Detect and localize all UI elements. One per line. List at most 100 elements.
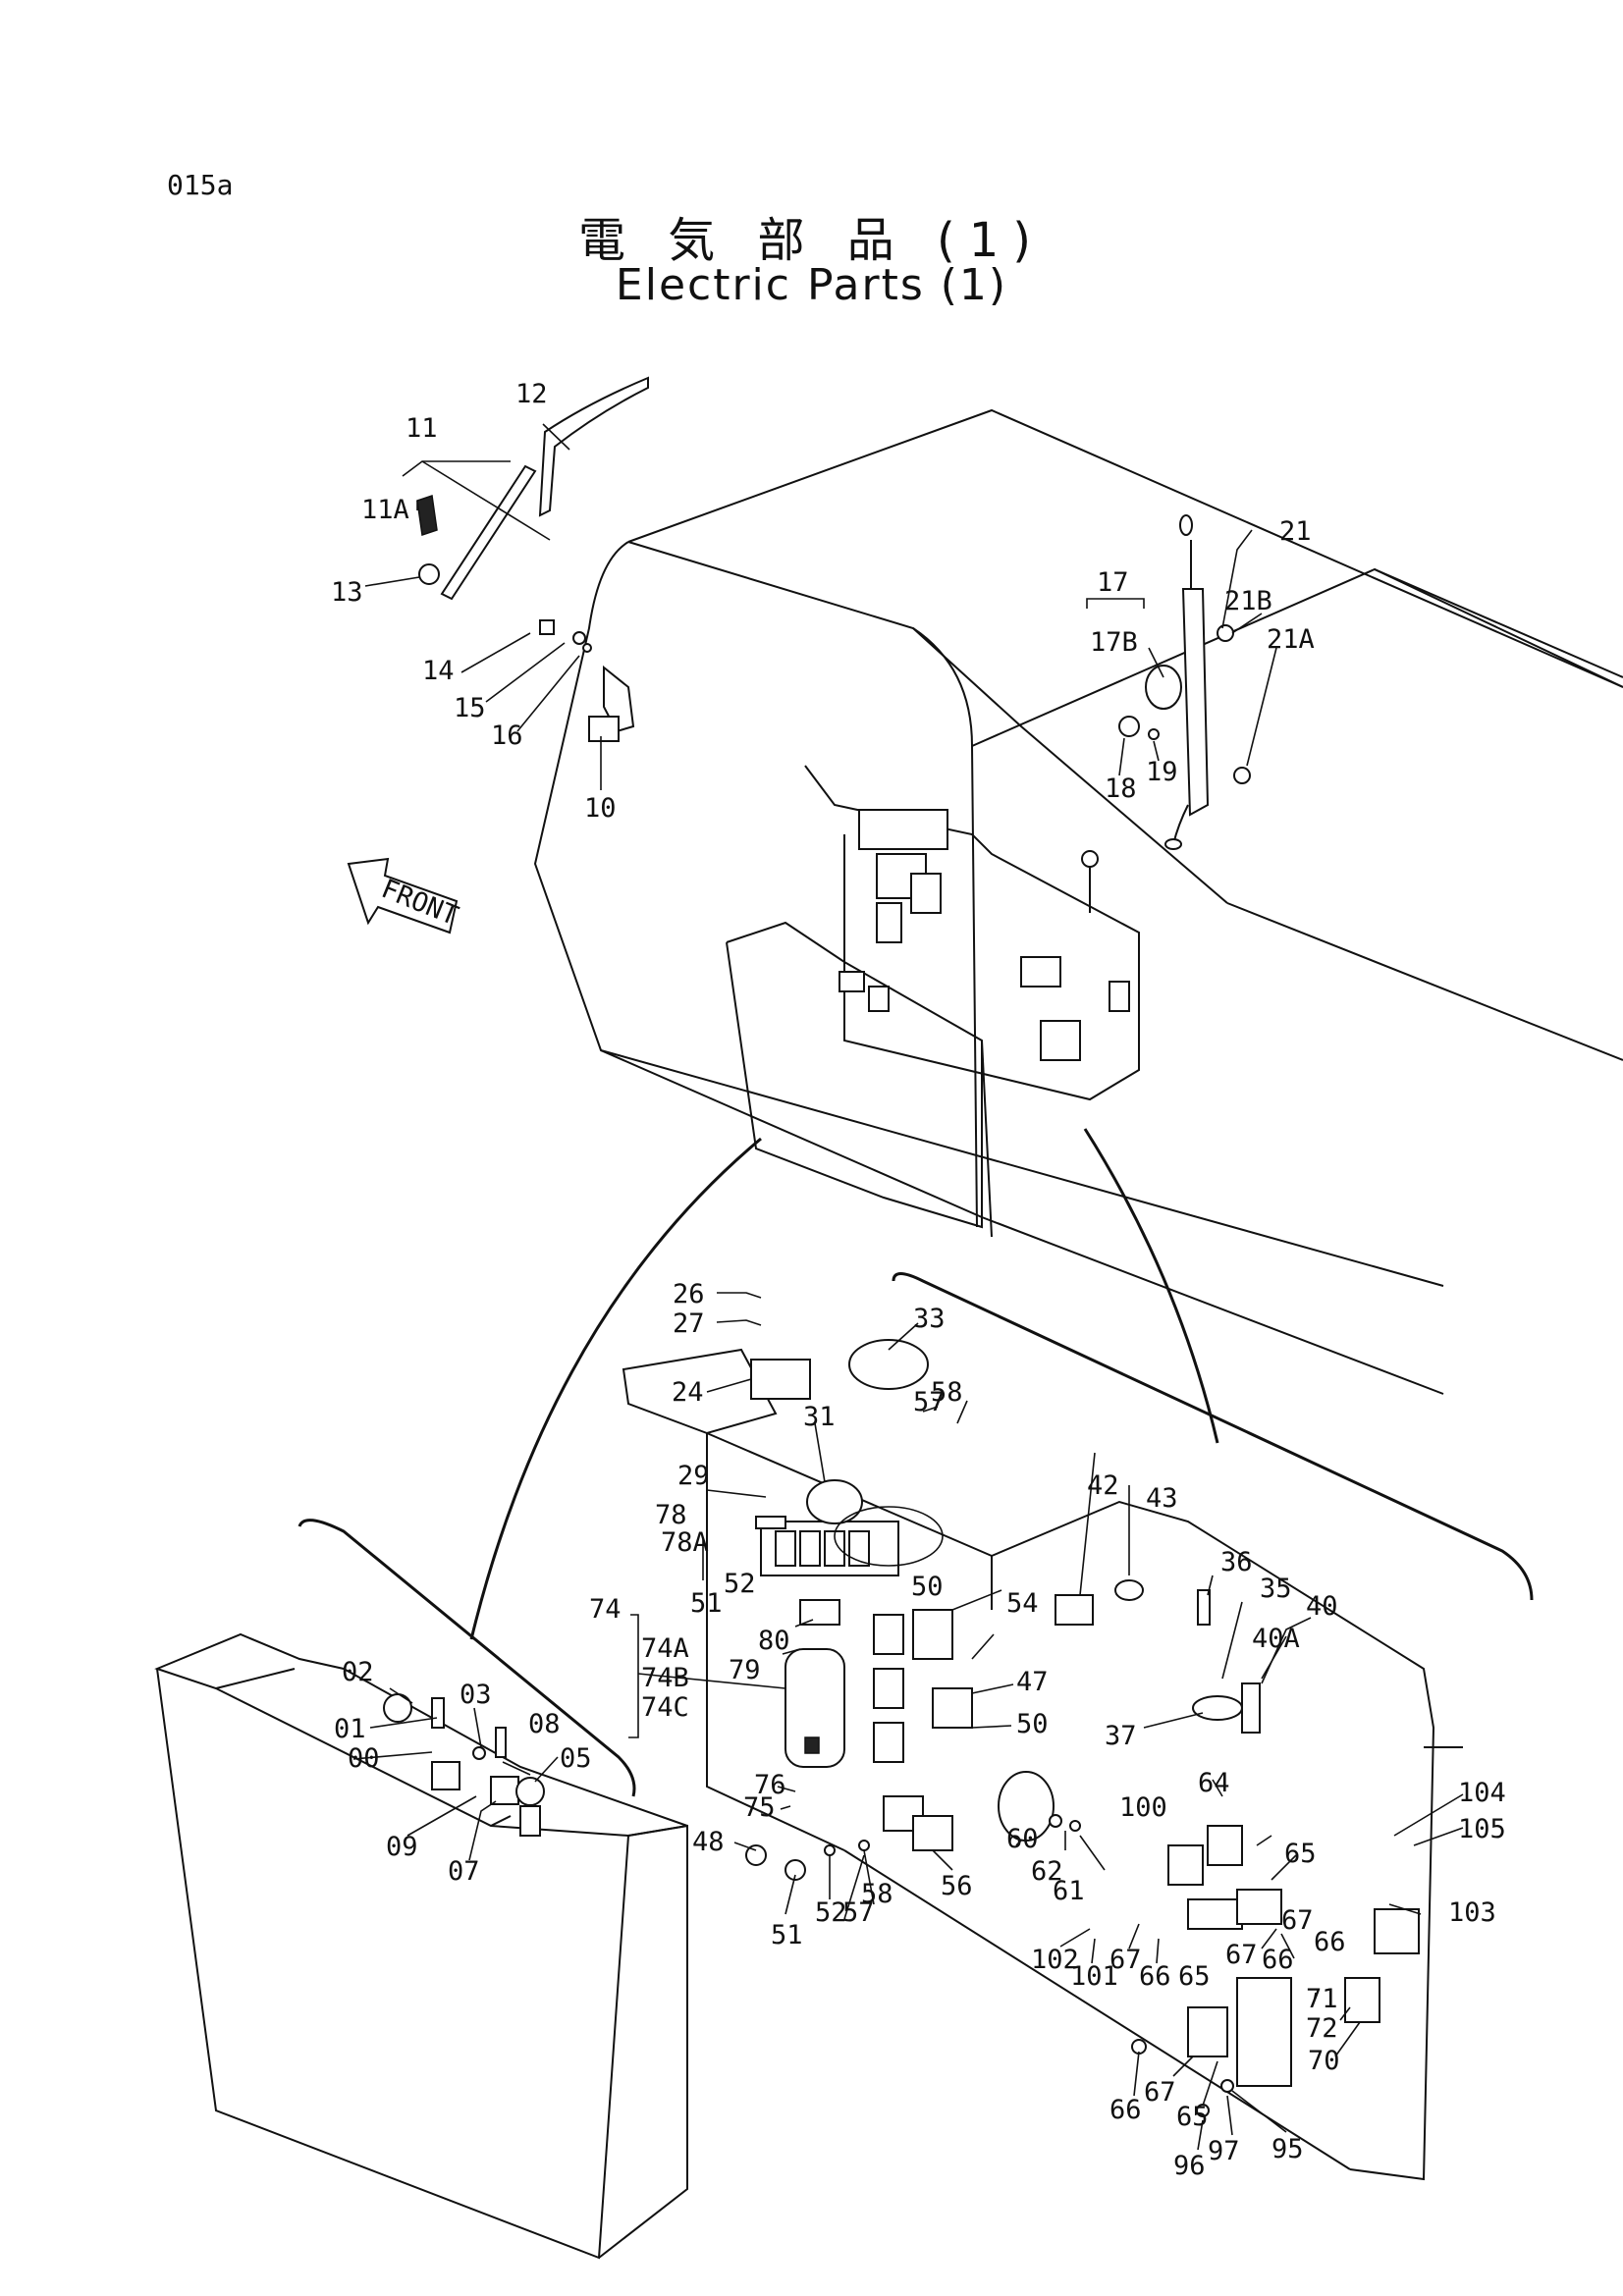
part-label: 35 [1260,1574,1292,1604]
part-label: 72 [1306,2013,1338,2044]
part-label: 09 [386,1832,418,1862]
part-label: 97 [1208,2136,1240,2166]
part-label: 61 [1053,1876,1085,1906]
central-panel [622,1339,1463,2181]
part-label: 67 [1225,1940,1258,1970]
part-label: 15 [454,693,486,723]
part-label: 36 [1220,1547,1253,1577]
part-label: 16 [491,721,523,751]
part-label: 64 [1198,1768,1230,1798]
part-label: 19 [1146,757,1178,787]
part-label: 07 [448,1856,480,1887]
part-label: 57 [913,1387,946,1417]
part-label: 05 [560,1743,592,1774]
title-japanese: 電 気 部 品 (1) [577,213,1046,268]
part-label: 17 [1097,567,1129,598]
part-label: 58 [931,1377,963,1408]
part-label: 101 [1070,1961,1118,1992]
guide-curves [298,1128,1534,1797]
part-label: 11A [361,495,409,525]
part-label: 37 [1105,1721,1137,1751]
part-label: 54 [1006,1588,1039,1619]
part-label: 43 [1146,1483,1178,1514]
part-label: 60 [1006,1824,1039,1854]
part-label: 78 [655,1500,687,1530]
part-label: 80 [758,1626,790,1656]
part-label: 21B [1224,586,1272,616]
front-label: FRONT [377,874,462,932]
part-label: 12 [515,379,548,409]
part-label: 18 [1105,774,1137,804]
console-block-upper [726,765,1140,1238]
part-label: 56 [941,1871,973,1901]
part-label: 26 [673,1279,705,1309]
part-label: 24 [672,1377,704,1408]
part-label: 74B [641,1663,689,1693]
part-label: 17B [1090,627,1138,658]
part-label: 31 [803,1402,836,1432]
part-label: 79 [729,1655,761,1685]
part-label: 50 [1016,1709,1049,1739]
part-label: 10 [584,793,617,824]
part-label: 21A [1267,624,1315,655]
part-label: 67 [1109,1945,1142,1975]
part-label: 51 [690,1588,723,1619]
part-label: 52 [724,1569,756,1599]
part-label: 78A [661,1527,709,1558]
part-label: 27 [673,1308,705,1339]
part-label: 52 [815,1897,847,1928]
part-label: 75 [743,1792,776,1823]
part-label: 40A [1252,1624,1300,1654]
part-label: 102 [1031,1945,1079,1975]
part-label: 62 [1031,1856,1063,1887]
part-label: 21 [1279,516,1312,547]
part-label: 00 [348,1743,380,1774]
part-label: 66 [1109,2095,1142,2125]
page-code: 015a [167,169,234,201]
part-label: 105 [1458,1814,1506,1844]
part-label: 66 [1262,1945,1294,1975]
part-label: 100 [1119,1792,1167,1823]
part-label: 74A [641,1633,689,1664]
part-label: 67 [1144,2077,1176,2108]
part-label: 51 [771,1920,803,1950]
part-label: 74C [641,1692,689,1723]
part-label: 66 [1314,1927,1346,1957]
part-label: 103 [1448,1897,1496,1928]
part-label: 40 [1306,1591,1338,1622]
cab-body-outline [533,408,1623,1395]
part-label: 67 [1281,1905,1314,1936]
part-label: 104 [1458,1778,1506,1808]
part-label: 02 [342,1657,374,1687]
part-label: 96 [1173,2151,1206,2181]
part-label: 65 [1284,1839,1317,1869]
part-label: 65 [1176,2102,1209,2132]
part-label: 08 [528,1709,561,1739]
part-label: 13 [331,577,363,608]
part-label: 70 [1308,2046,1340,2076]
part-label: 71 [1306,1984,1338,2014]
part-label: 66 [1139,1961,1171,1992]
title-english: Electric Parts (1) [615,260,1008,310]
part-label: 65 [1178,1961,1211,1992]
front-arrow: FRONT [347,857,462,934]
part-label: 58 [861,1879,893,1909]
leader-lines [352,423,1464,2151]
part-label: 48 [692,1827,725,1857]
part-label: 11 [406,413,438,444]
part-label: 03 [460,1680,492,1710]
part-label: 95 [1271,2134,1304,2164]
part-label: 29 [677,1461,710,1491]
part-label: 01 [334,1714,366,1744]
part-label: 74 [589,1594,622,1625]
part-label: 33 [913,1304,946,1334]
part-label: 42 [1087,1470,1119,1501]
part-labels: 12 11 11A 13 14 15 16 10 21 21B 21A 17 1… [331,379,1506,2181]
part-label: 47 [1016,1667,1049,1697]
switch-block-lower-left [154,1632,688,2260]
part-label: 50 [911,1572,944,1602]
wiper-assembly [416,376,649,742]
part-label: 76 [754,1770,786,1800]
part-label: 14 [422,656,455,686]
